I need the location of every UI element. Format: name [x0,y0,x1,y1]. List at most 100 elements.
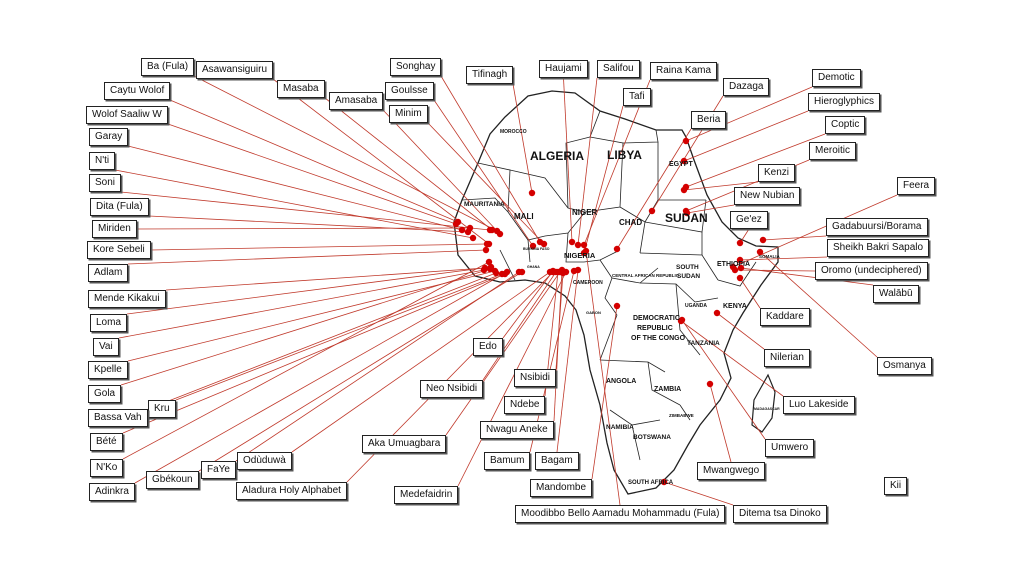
script-label: Mende Kikakui [88,290,166,308]
script-origin-dot [660,478,668,486]
script-label: Kru [148,400,176,418]
leader-line [120,268,491,386]
script-label: Nilerian [764,349,810,367]
leader-line [512,83,533,194]
country-label-namibia: NAMIBIA [606,424,634,431]
script-label: Medefaidrin [394,486,459,504]
script-origin-dot [731,266,739,274]
script-label: Beria [691,111,727,129]
script-origin-dot [613,302,621,310]
leader-line [555,272,564,370]
script-label: Loma [90,314,128,332]
script-origin-dot [546,268,554,276]
script-label: Odùduwà [237,452,292,470]
script-label: Hieroglyphics [808,93,881,111]
leader-line [118,269,485,339]
script-origin-dot [680,186,688,194]
script-label: Meroitic [809,142,857,160]
script-label: Sheikh Bakri Sapalo [827,239,930,257]
leader-line [583,105,624,254]
leader-line [148,215,469,233]
country-label-nigeria: NIGERIA [564,251,596,260]
country-label-madagascar: MADAGASCAR [754,407,780,411]
country-label-south-sudan-1: SOUTH [676,264,699,271]
script-label: Salifou [597,60,640,78]
script-label: Gola [88,385,122,403]
script-origin-dot [678,316,686,324]
script-origin-dot [498,270,506,278]
country-label-south-sudan-2: SUDAN [677,273,700,280]
script-origin-dot [613,245,621,253]
script-label: Adinkra [89,483,135,501]
leader-line [680,320,784,397]
script-origin-dot [469,234,477,242]
leader-line [663,481,734,506]
script-label: Luo Lakeside [783,396,855,414]
script-label: Gadabuursi/Borama [826,218,928,236]
script-label: Demotic [812,69,861,87]
leader-line [167,123,457,225]
country-label-uganda: UGANDA [685,303,707,309]
leader-line [127,249,487,265]
leader-line [175,273,503,401]
script-label: Ge'ez [730,211,768,229]
script-origin-dot [759,236,767,244]
script-origin-dot [485,258,493,266]
leader-line [585,250,621,506]
script-label: Asawansiguiru [196,61,274,79]
leader-line [762,235,827,241]
script-label: Miriden [92,220,137,238]
script-label: Haujami [539,60,588,78]
leader-line [134,271,508,484]
script-label: Kii [884,477,908,495]
leader-line [122,261,490,460]
country-label-morocco: MOROCCO [500,129,527,135]
script-label: Amasaba [329,92,384,110]
script-label: Mandombe [530,479,593,497]
script-label: Nwagu Aneke [480,421,554,439]
leader-line [291,271,551,453]
leader-line [440,75,541,243]
country-borders [461,110,757,461]
script-label: Goulsse [385,82,434,100]
leader-line [198,271,523,472]
leader-line [193,75,498,232]
script-origin-dot [582,247,590,255]
country-label-car: CENTRAL AFRICAN REPUBLIC [612,273,680,278]
leader-line [147,272,497,410]
country-label-mauritania: MAURITANIA [464,201,505,208]
leader-line [272,78,490,245]
script-label: Kaddare [760,308,810,326]
leader-line [563,77,573,243]
script-origin-dot [562,268,570,276]
leader-line [734,269,816,272]
script-origin-dot [486,226,494,234]
leader-line [577,77,598,246]
leader-line [165,267,486,291]
script-label: Caytu Wolof [104,82,171,100]
country-label-drc-2: REPUBLIC [637,325,673,332]
country-label-sudan: SUDAN [665,211,708,225]
script-origin-dot [496,230,504,238]
script-label: Bagam [535,452,579,470]
script-origin-dot [568,238,576,246]
script-origin-dot [483,240,491,248]
madagascar-outline [751,373,776,433]
script-label: Mwangwego [697,462,766,480]
leader-line [616,128,692,250]
leader-line [502,270,554,339]
leader-line [457,271,567,487]
leader-line [169,99,459,223]
script-origin-dot [540,240,548,248]
script-label: Tifinagh [466,66,514,84]
script-origin-dot [680,157,688,165]
script-label: Feera [897,177,936,195]
script-origin-dot [713,309,721,317]
script-origin-dot [580,241,588,249]
leader-line [122,273,506,434]
country-label-angola: ANGOLA [606,378,636,385]
script-origin-dot [737,264,745,272]
country-label-south-africa: SOUTH AFRICA [628,480,674,486]
script-label: Kpelle [88,361,128,379]
